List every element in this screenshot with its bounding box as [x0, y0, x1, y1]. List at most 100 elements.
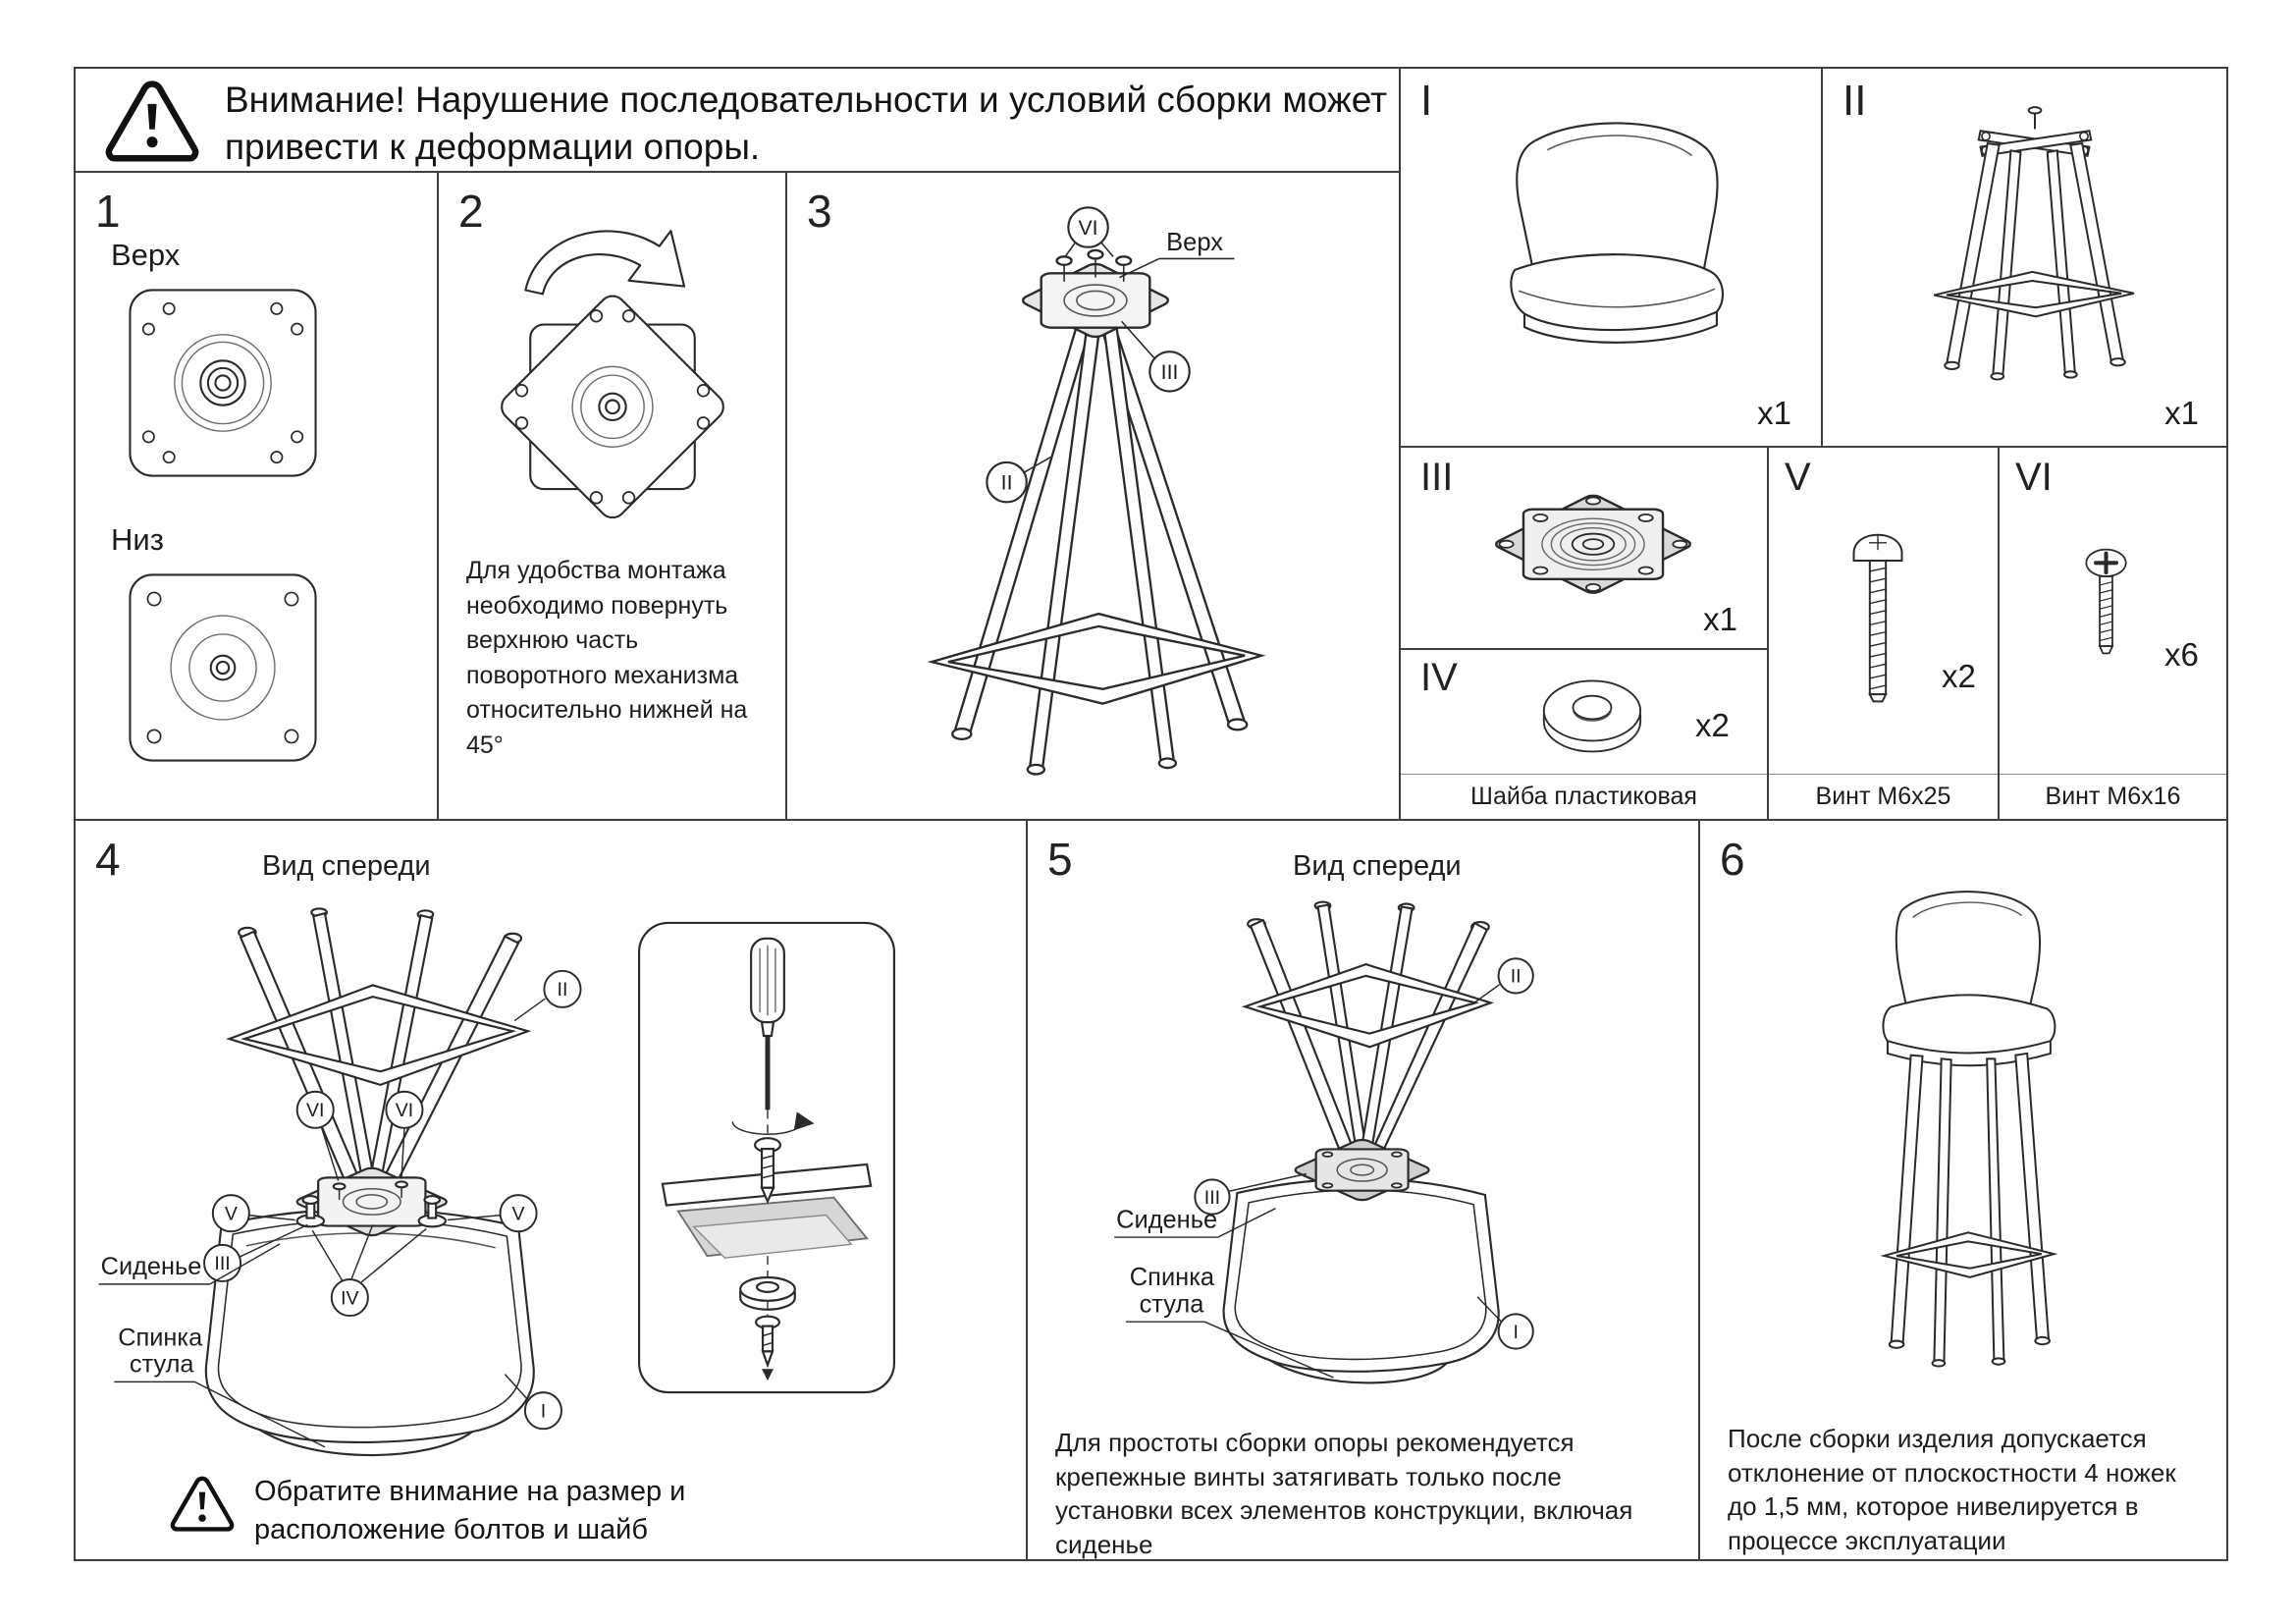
svg-text:III: III — [1161, 360, 1179, 384]
svg-text:IV: IV — [341, 1287, 358, 1309]
svg-text:II: II — [1511, 966, 1522, 988]
frame-drawing — [1934, 106, 2135, 381]
callout-vi-right: VI — [385, 1090, 424, 1179]
label-verh: Верх — [1119, 229, 1235, 279]
part-mechanism-panel: III x1 — [1399, 446, 1769, 650]
step-4-assembly-drawing: II VI VI V V — [98, 907, 582, 1457]
warning-text: Внимание! Нарушение последовательности и… — [225, 80, 1388, 168]
washer-drawing — [1542, 679, 1642, 753]
washer-detail — [739, 1275, 796, 1311]
step-4-number: 4 — [95, 834, 121, 885]
warning-triangle-icon — [170, 1476, 235, 1532]
callout-vi-left: VI — [295, 1090, 340, 1181]
step-6-panel: 6 После сборки изделия допускается от — [1698, 819, 2228, 1561]
warning-triangle-icon — [105, 81, 199, 162]
part-bolt-long-number: V — [1785, 456, 1811, 499]
part-bolt-short-number: VI — [2015, 456, 2053, 499]
callout-i: I — [504, 1374, 562, 1431]
part-bolt-short-qty: x6 — [2164, 636, 2199, 673]
step-6-note: После сборки изделия допускается отклоне… — [1728, 1424, 2176, 1555]
seat-upside-down — [204, 1208, 535, 1457]
footrest-ring — [226, 984, 532, 1087]
label-backrest: Спинка стула — [114, 1324, 326, 1448]
step-4-panel: 4 Вид спереди — [74, 819, 1028, 1561]
part-washer-panel: IV x2 Шайба пластиковая — [1399, 648, 1769, 821]
svg-text:Спинка: Спинка — [118, 1324, 203, 1351]
part-seat-qty: x1 — [1757, 395, 1791, 431]
step-4-inset-drawing — [637, 921, 896, 1394]
callout-i: I — [1476, 1296, 1534, 1350]
part-bolt-short-name: Винт M6x16 — [2000, 774, 2226, 819]
part-frame-number: II — [1842, 77, 1867, 125]
screw-driven — [754, 1137, 781, 1205]
step-3-number: 3 — [807, 186, 832, 237]
callout-ii: II — [513, 969, 582, 1022]
svg-text:III: III — [214, 1253, 230, 1274]
part-washer-number: IV — [1420, 656, 1458, 699]
stool-frame-with-mechanism-drawing: VI Верх III II — [927, 206, 1266, 776]
swivel-mechanism — [1292, 1138, 1433, 1202]
bolt-washer-right — [417, 1195, 447, 1228]
seat-upside-down — [1222, 1177, 1500, 1384]
label-backrest: Спинка стула — [1125, 1264, 1334, 1379]
part-seat-number: I — [1420, 77, 1433, 125]
step-5-note: Для простоты сборки опоры рекомендуется … — [1055, 1428, 1633, 1559]
plate-screws — [332, 1180, 408, 1200]
part-bolt-long-qty: x2 — [1942, 658, 1976, 694]
step-5-number: 5 — [1047, 834, 1073, 885]
part-frame-qty: x1 — [2164, 395, 2199, 431]
step-5-assembly-drawing: II III I Сиденье Спинка стула — [1114, 900, 1534, 1384]
svg-text:Спинка: Спинка — [1130, 1264, 1215, 1291]
svg-text:VI: VI — [1079, 216, 1098, 240]
part-washer-name: Шайба пластиковая — [1401, 774, 1767, 819]
callout-iv: IV — [311, 1224, 427, 1318]
footrest-ring — [1880, 1231, 2058, 1278]
svg-text:I: I — [541, 1400, 546, 1422]
step-5-title: Вид спереди — [1293, 850, 1462, 882]
part-mechanism-qty: x1 — [1703, 601, 1737, 637]
step-1-panel: 1 Верх Низ — [74, 171, 439, 821]
part-bolt-short-panel: VI x6 Винт M6x16 — [1998, 446, 2228, 821]
callout-iii: III — [1120, 320, 1191, 393]
seat-drawing — [1510, 122, 1725, 344]
svg-text:стула: стула — [130, 1351, 194, 1379]
callout-vi: VI — [1064, 206, 1114, 257]
swivel-plate-bottom-drawing — [129, 573, 317, 762]
frame-legs — [1249, 903, 1489, 1161]
footrest-ring — [927, 612, 1266, 705]
label-seat: Сиденье — [98, 1243, 281, 1285]
step-5-panel: 5 Вид спереди — [1026, 819, 1700, 1561]
assembled-stool-drawing — [1880, 891, 2058, 1368]
down-arrow — [762, 1369, 774, 1381]
step-4-warning-text: Обратите внимание на размер и расположен… — [254, 1476, 686, 1545]
frame-legs — [952, 307, 1247, 773]
callout-ii: II — [986, 456, 1051, 504]
step-6-number: 6 — [1720, 834, 1745, 885]
mechanism-drawing — [1446, 463, 1740, 630]
label-seat: Сиденье — [1114, 1206, 1276, 1238]
rotated-plates — [501, 295, 724, 519]
svg-text:II: II — [1001, 471, 1013, 495]
frame-legs — [1945, 141, 2125, 378]
bolt-washer-left — [295, 1195, 326, 1228]
bolt-long-drawing — [1852, 533, 1903, 703]
step-4-title: Вид спереди — [262, 850, 431, 882]
svg-text:III: III — [1204, 1187, 1220, 1209]
svg-text:VI: VI — [396, 1100, 413, 1121]
screw-exploded — [754, 1315, 780, 1369]
frame-legs — [1890, 1052, 2051, 1365]
callout-v-left: V — [211, 1194, 295, 1233]
svg-text:V: V — [225, 1203, 238, 1224]
svg-text:II: II — [558, 979, 568, 1001]
part-bolt-long-name: Винт M6x25 — [1769, 774, 1998, 819]
part-mechanism-number: III — [1420, 456, 1454, 499]
part-frame-panel: II x1 — [1821, 67, 2228, 448]
svg-text:Сиденье: Сиденье — [1116, 1206, 1217, 1233]
step-2-panel: 2 Для удобства монтажа необходимо поверн… — [437, 171, 787, 821]
backrest — [1895, 891, 2042, 1012]
callout-v-right: V — [447, 1194, 538, 1233]
warning-banner: Внимание! Нарушение последовательности и… — [74, 67, 1401, 173]
step-2-note: Для удобства монтажа необходимо повернут… — [466, 557, 748, 759]
svg-text:Сиденье: Сиденье — [101, 1253, 202, 1280]
